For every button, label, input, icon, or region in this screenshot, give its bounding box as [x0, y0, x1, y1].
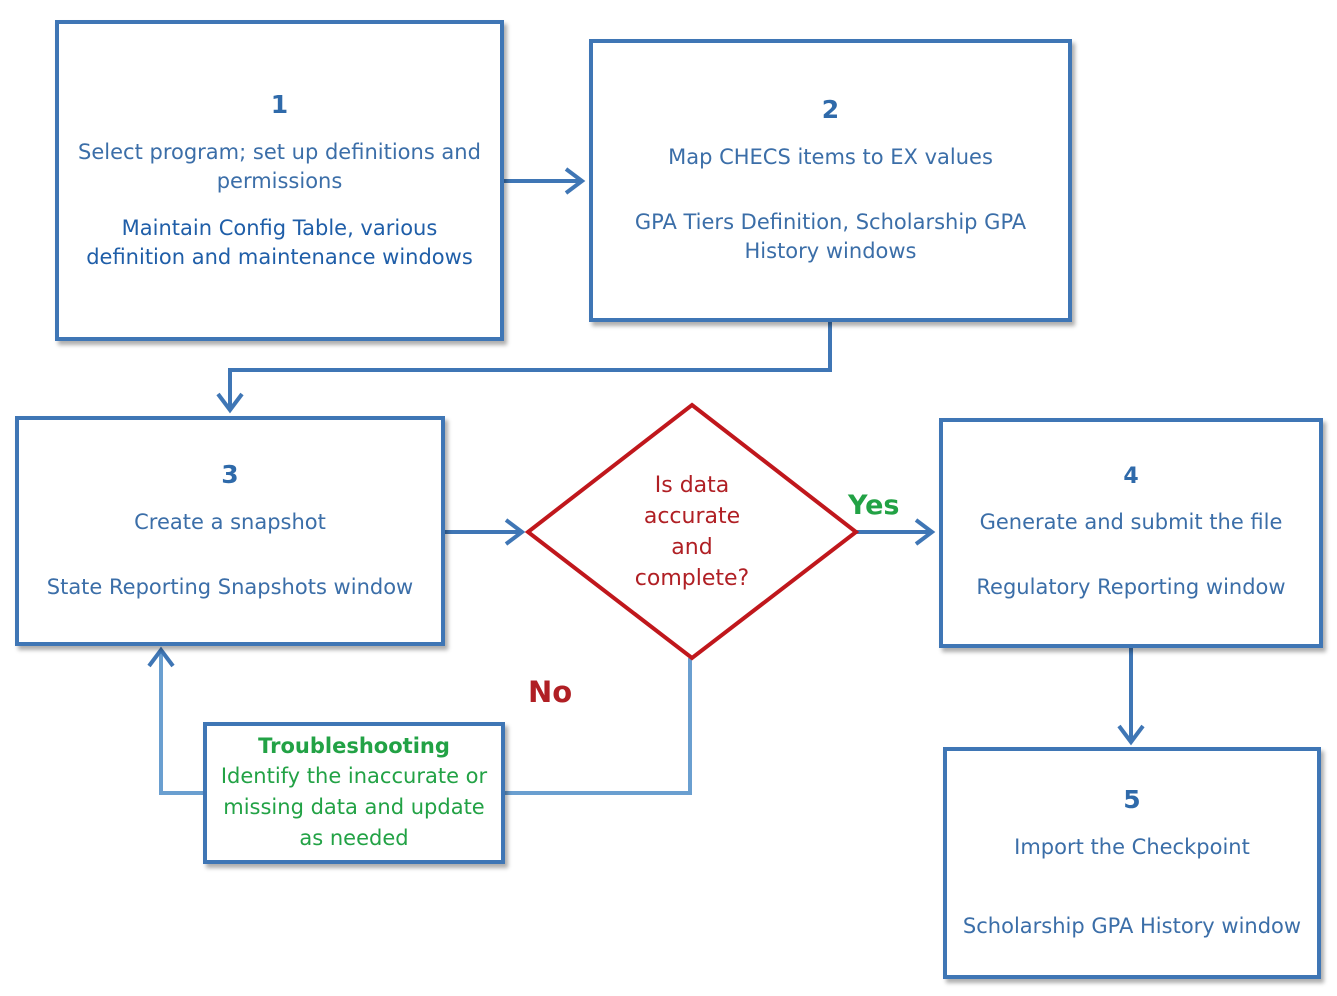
- arrow-step1-to-step2: [504, 167, 586, 195]
- step-4-number: 4: [1123, 463, 1139, 489]
- step-1-window-line-1: Maintain Config Table, various: [121, 215, 438, 240]
- arrow-troubleshooting-to-step3: [147, 646, 203, 795]
- step-1-window-line-2: definition and maintenance windows: [86, 244, 473, 269]
- decision-diamond: [524, 402, 860, 661]
- arrow-step3-to-decision: [445, 518, 526, 546]
- decision-line-2: accurate: [643, 504, 741, 529]
- yes-label: Yes: [848, 490, 900, 521]
- troubleshooting-line-2: missing data and update: [223, 795, 485, 819]
- no-label: No: [528, 675, 573, 709]
- step-2-window-line-2: History windows: [744, 239, 917, 263]
- step-1-text-line-1: Select program; set up definitions and: [78, 139, 481, 164]
- troubleshooting-line-3: as needed: [299, 826, 409, 850]
- step-1-number: 1: [270, 89, 289, 119]
- step-3-text-line-1: Create a snapshot: [134, 510, 326, 534]
- step-2-text-line-1: Map CHECS items to EX values: [668, 145, 993, 169]
- arrow-step4-to-step5: [1117, 648, 1145, 746]
- step-4-window-line-1: Regulatory Reporting window: [976, 575, 1286, 600]
- arrow-step2-to-step3: [216, 322, 832, 414]
- connector-decision-to-troubleshooting: [505, 658, 692, 795]
- step-5-number: 5: [1123, 785, 1141, 814]
- step-4-box: 4 Generate and submit the file Regulator…: [939, 418, 1323, 648]
- step-1-box: 1 Select program; set up definitions and…: [55, 20, 504, 341]
- step-1-text-line-2: permissions: [216, 168, 343, 193]
- step-5-box: 5 Import the Checkpoint Scholarship GPA …: [943, 747, 1321, 979]
- decision-question: Is data accurate and complete?: [600, 470, 784, 594]
- troubleshooting-title: Troubleshooting: [258, 734, 450, 758]
- step-3-window-line-1: State Reporting Snapshots window: [46, 575, 414, 599]
- step-5-text-line-1: Import the Checkpoint: [1014, 835, 1250, 859]
- decision-line-1: Is data: [654, 473, 730, 498]
- step-3-box: 3 Create a snapshot State Reporting Snap…: [15, 416, 445, 646]
- decision-line-3: and: [671, 535, 713, 560]
- step-2-box: 2 Map CHECS items to EX values GPA Tiers…: [589, 39, 1072, 322]
- step-2-number: 2: [821, 95, 840, 124]
- arrow-decision-to-step4: [855, 518, 936, 546]
- step-2-window-line-1: GPA Tiers Definition, Scholarship GPA: [634, 210, 1027, 234]
- troubleshooting-line-1: Identify the inaccurate or: [220, 764, 488, 788]
- step-5-window-line-1: Scholarship GPA History window: [962, 914, 1302, 938]
- troubleshooting-box: Troubleshooting Identify the inaccurate …: [203, 722, 505, 864]
- step-3-number: 3: [221, 460, 239, 489]
- decision-line-4: complete?: [634, 566, 750, 591]
- step-4-text-line-1: Generate and submit the file: [979, 510, 1283, 535]
